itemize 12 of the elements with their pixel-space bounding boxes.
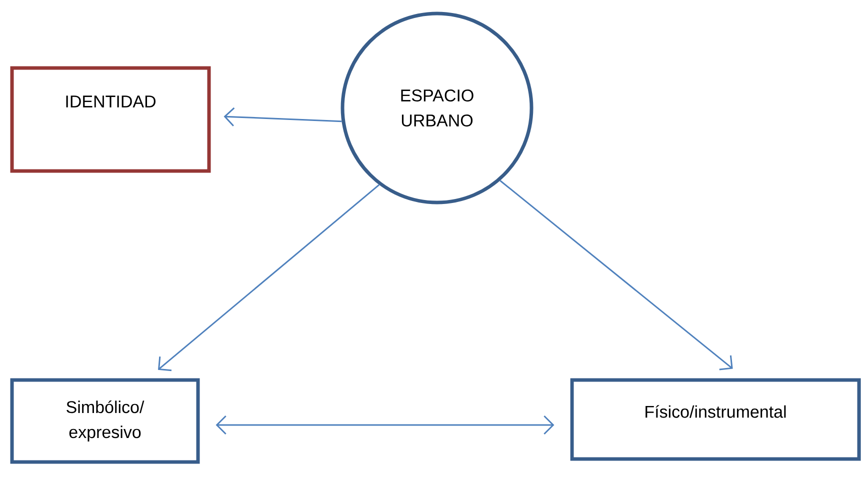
process-box xyxy=(10,66,211,173)
node-label: ESPACIO URBANO xyxy=(401,89,474,127)
node-label: Simbólico/ expresivo xyxy=(66,400,144,442)
arrow xyxy=(158,184,380,372)
node-label: Físico/instrumental xyxy=(646,405,786,418)
process-box xyxy=(570,378,861,461)
arrow xyxy=(224,107,342,126)
process-box xyxy=(10,378,200,464)
circle-node xyxy=(340,12,534,204)
arrow xyxy=(216,415,554,435)
arrow xyxy=(500,180,733,370)
node-label: IDENTIDAD xyxy=(66,96,156,108)
